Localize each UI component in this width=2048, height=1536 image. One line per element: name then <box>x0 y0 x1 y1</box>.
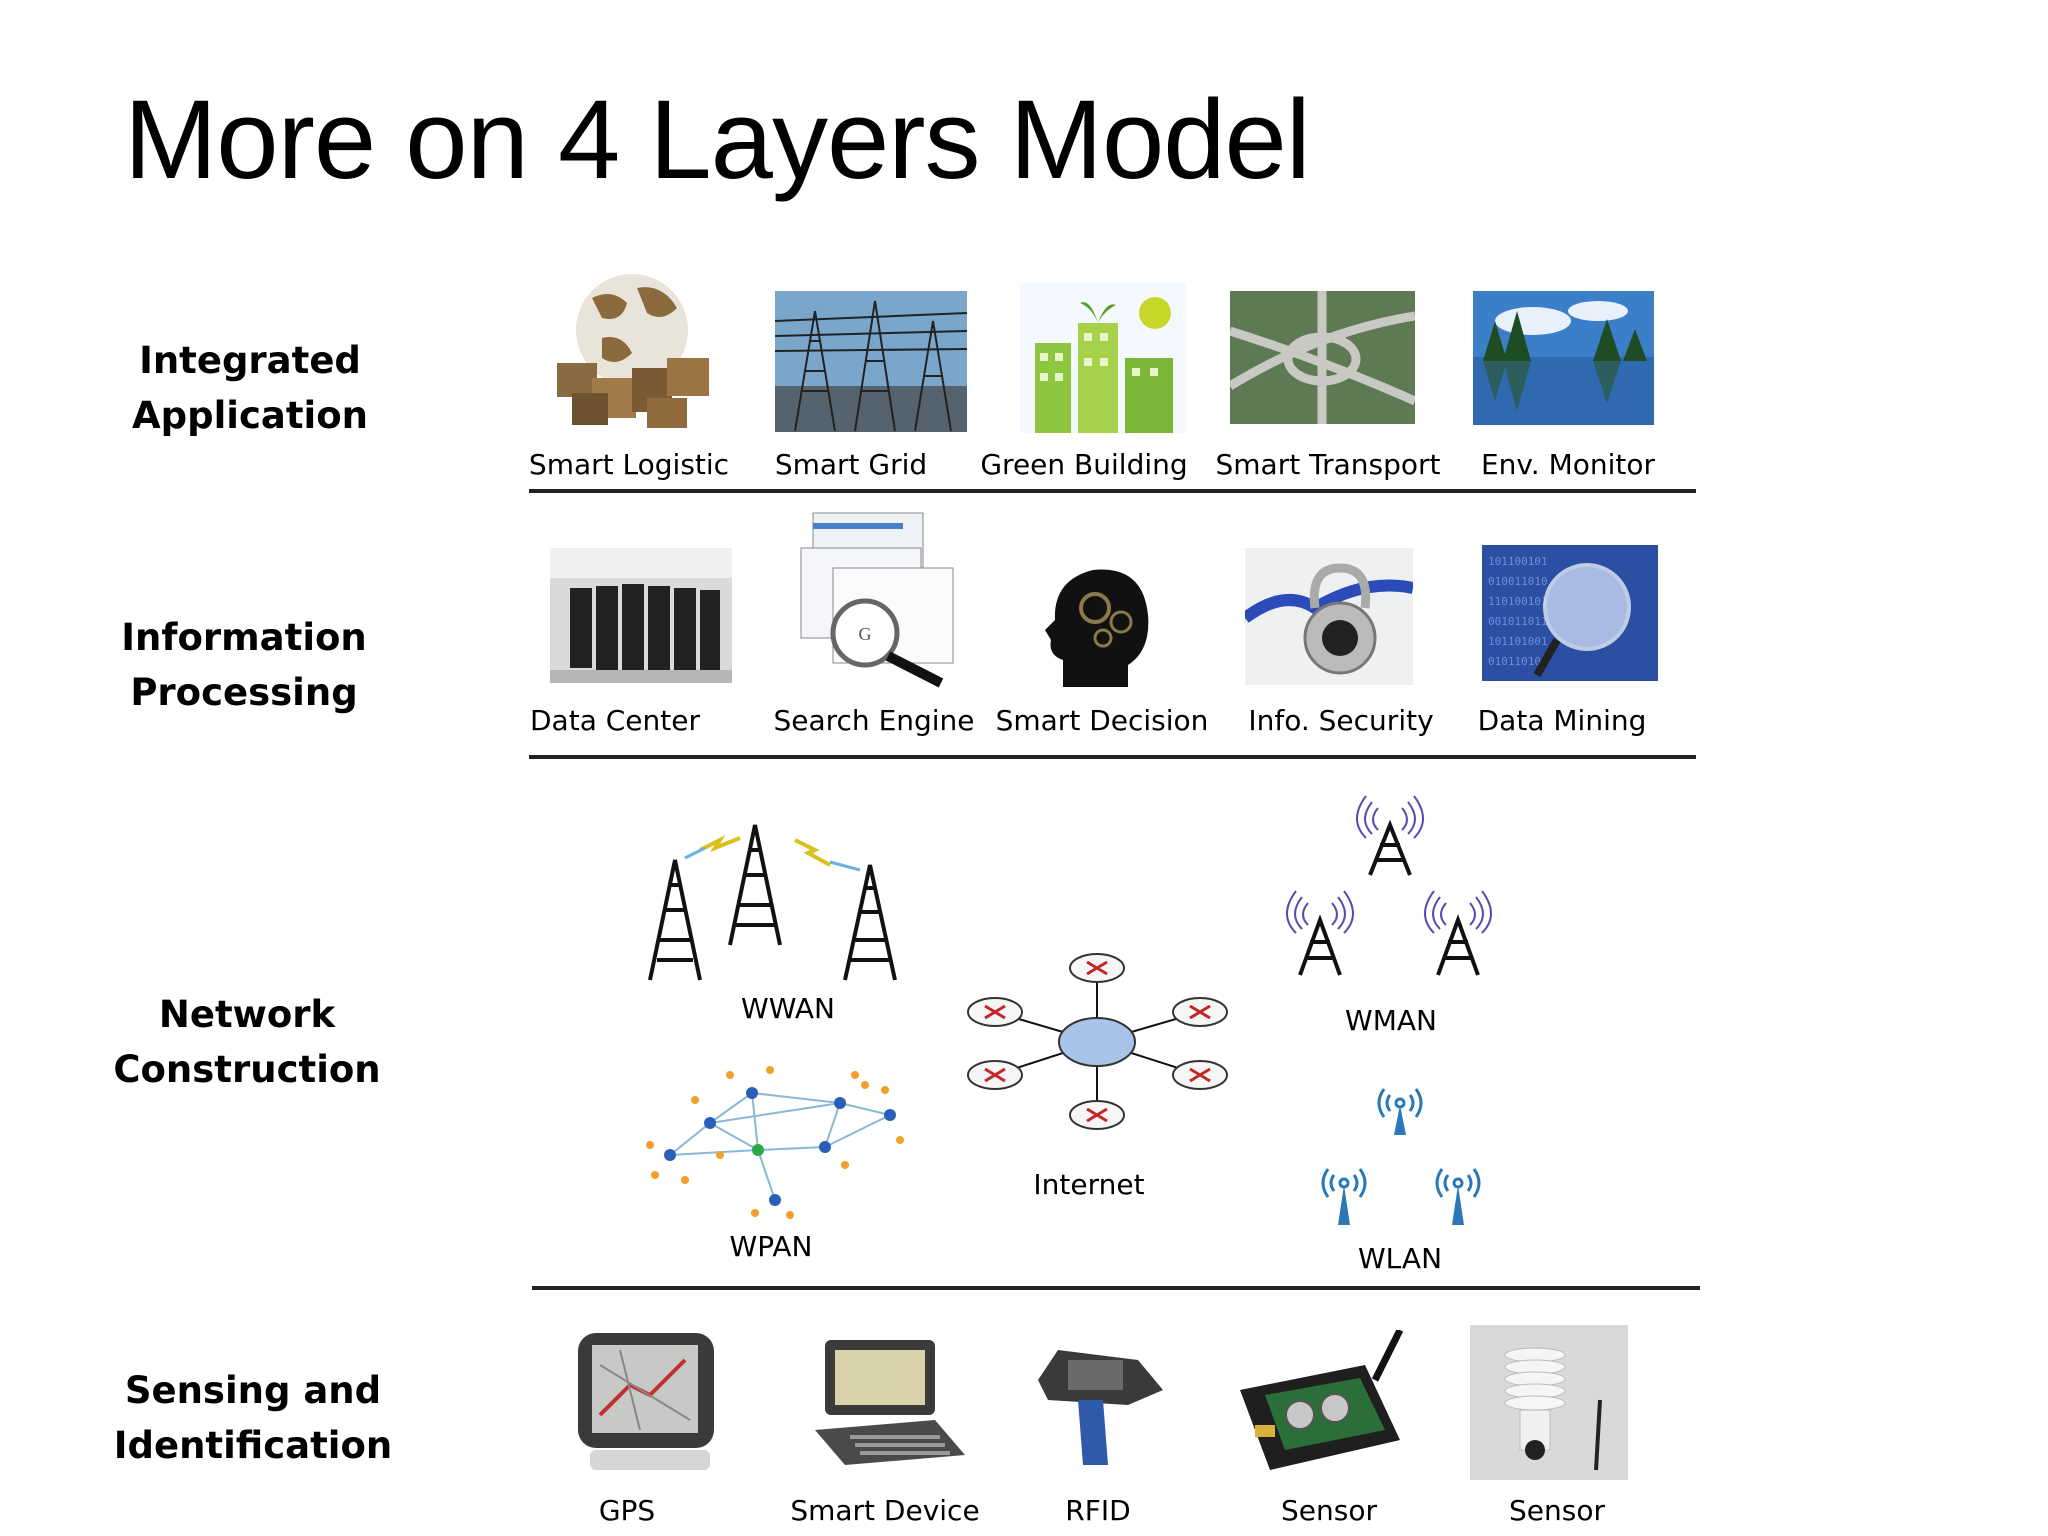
weather-sensor-icon <box>1470 1325 1628 1480</box>
router-star-icon <box>965 940 1230 1145</box>
svg-text:101100101: 101100101 <box>1488 555 1548 568</box>
caption-smart-decision: Smart Decision <box>995 704 1209 737</box>
caption-data-mining: Data Mining <box>1477 704 1647 737</box>
svg-text:010110100: 010110100 <box>1488 655 1548 668</box>
handheld-device-icon <box>810 1335 970 1475</box>
caption-smart-grid: Smart Grid <box>774 448 928 481</box>
caption-smart-device: Smart Device <box>790 1494 980 1527</box>
svg-text:101101001: 101101001 <box>1488 635 1548 648</box>
cell-tower-icon <box>645 820 907 985</box>
caption-env-monitor: Env. Monitor <box>1480 448 1656 481</box>
gear-head-icon <box>1043 560 1153 687</box>
caption-sensor-2: Sensor <box>1509 1494 1605 1527</box>
svg-text:G: G <box>859 624 872 644</box>
radio-tower-icon <box>1280 790 1495 980</box>
caption-wpan: WPAN <box>729 1230 813 1263</box>
svg-text:001011011: 001011011 <box>1488 615 1548 628</box>
layer-divider-1 <box>529 489 1696 493</box>
caption-gps: GPS <box>598 1494 656 1527</box>
layer-divider-3 <box>532 1286 1700 1290</box>
green-building-icon <box>1020 283 1186 433</box>
caption-search-engine: Search Engine <box>773 704 975 737</box>
wifi-antenna-icon <box>1310 1085 1490 1225</box>
caption-rfid: RFID <box>1065 1494 1131 1527</box>
highway-icon <box>1230 291 1415 424</box>
caption-sensor-1: Sensor <box>1281 1494 1377 1527</box>
caption-wman: WMAN <box>1345 1004 1437 1037</box>
mesh-network-icon <box>640 1055 910 1219</box>
caption-smart-transport: Smart Transport <box>1215 448 1441 481</box>
caption-smart-logistic: Smart Logistic <box>528 448 730 481</box>
layer-label-information-processing: Information Processing <box>121 616 367 714</box>
slide-title: More on 4 Layers Model <box>124 77 1311 202</box>
svg-text:010011010: 010011010 <box>1488 575 1548 588</box>
caption-info-security: Info. Security <box>1248 704 1434 737</box>
caption-data-center: Data Center <box>530 704 700 737</box>
power-grid-icon <box>775 291 967 432</box>
layer-divider-2 <box>529 755 1696 759</box>
gps-device-icon <box>570 1325 722 1475</box>
layer-label-integrated-application: Integrated Application <box>131 339 368 437</box>
rfid-reader-icon <box>1028 1335 1170 1470</box>
globe-boxes-icon <box>542 268 722 433</box>
caption-green-building: Green Building <box>980 448 1188 481</box>
sensor-board-icon <box>1225 1330 1405 1480</box>
search-magnifier-icon: G <box>793 508 975 688</box>
caption-wlan: WLAN <box>1357 1242 1443 1275</box>
server-room-icon <box>550 548 732 683</box>
caption-wwan: WWAN <box>741 992 835 1025</box>
layer-label-network-construction: Network Construction <box>113 993 381 1091</box>
caption-internet: Internet <box>1033 1168 1145 1201</box>
data-magnifier-icon: 101100101 010011010 110100101 001011011 10… <box>1482 545 1658 681</box>
layer-label-sensing-identification: Sensing and Identification <box>113 1369 393 1467</box>
padlock-cable-icon <box>1245 548 1413 685</box>
svg-text:110100101: 110100101 <box>1488 595 1548 608</box>
lake-landscape-icon <box>1473 291 1654 425</box>
